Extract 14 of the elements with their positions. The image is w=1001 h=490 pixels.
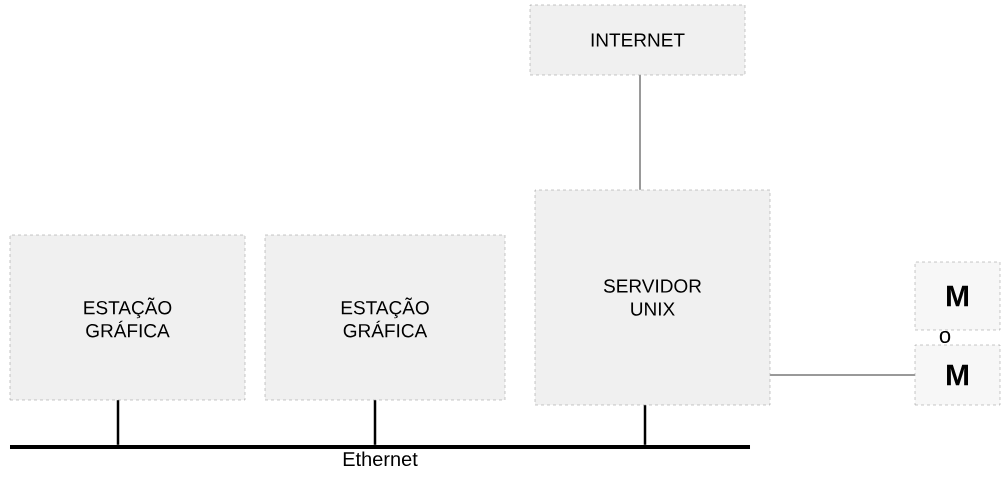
node-label: Ethernet (343, 451, 418, 467)
modem-box: M (914, 344, 1001, 406)
separator-label: o (939, 331, 951, 344)
computer-box: SERVIDOR UNIX (534, 189, 771, 406)
network-bus: Ethernet (10, 445, 750, 467)
connector-line (769, 374, 916, 376)
connector-line (116, 400, 120, 445)
modem-box: M (914, 261, 1001, 331)
connector-line (639, 74, 641, 191)
connector-line (643, 405, 647, 445)
computer-box: ESTAÇÃO GRÁFICA (264, 234, 506, 401)
connector-line (373, 400, 377, 445)
computer-box: INTERNET (529, 4, 746, 76)
computer-box: ESTAÇÃO GRÁFICA (9, 234, 246, 401)
